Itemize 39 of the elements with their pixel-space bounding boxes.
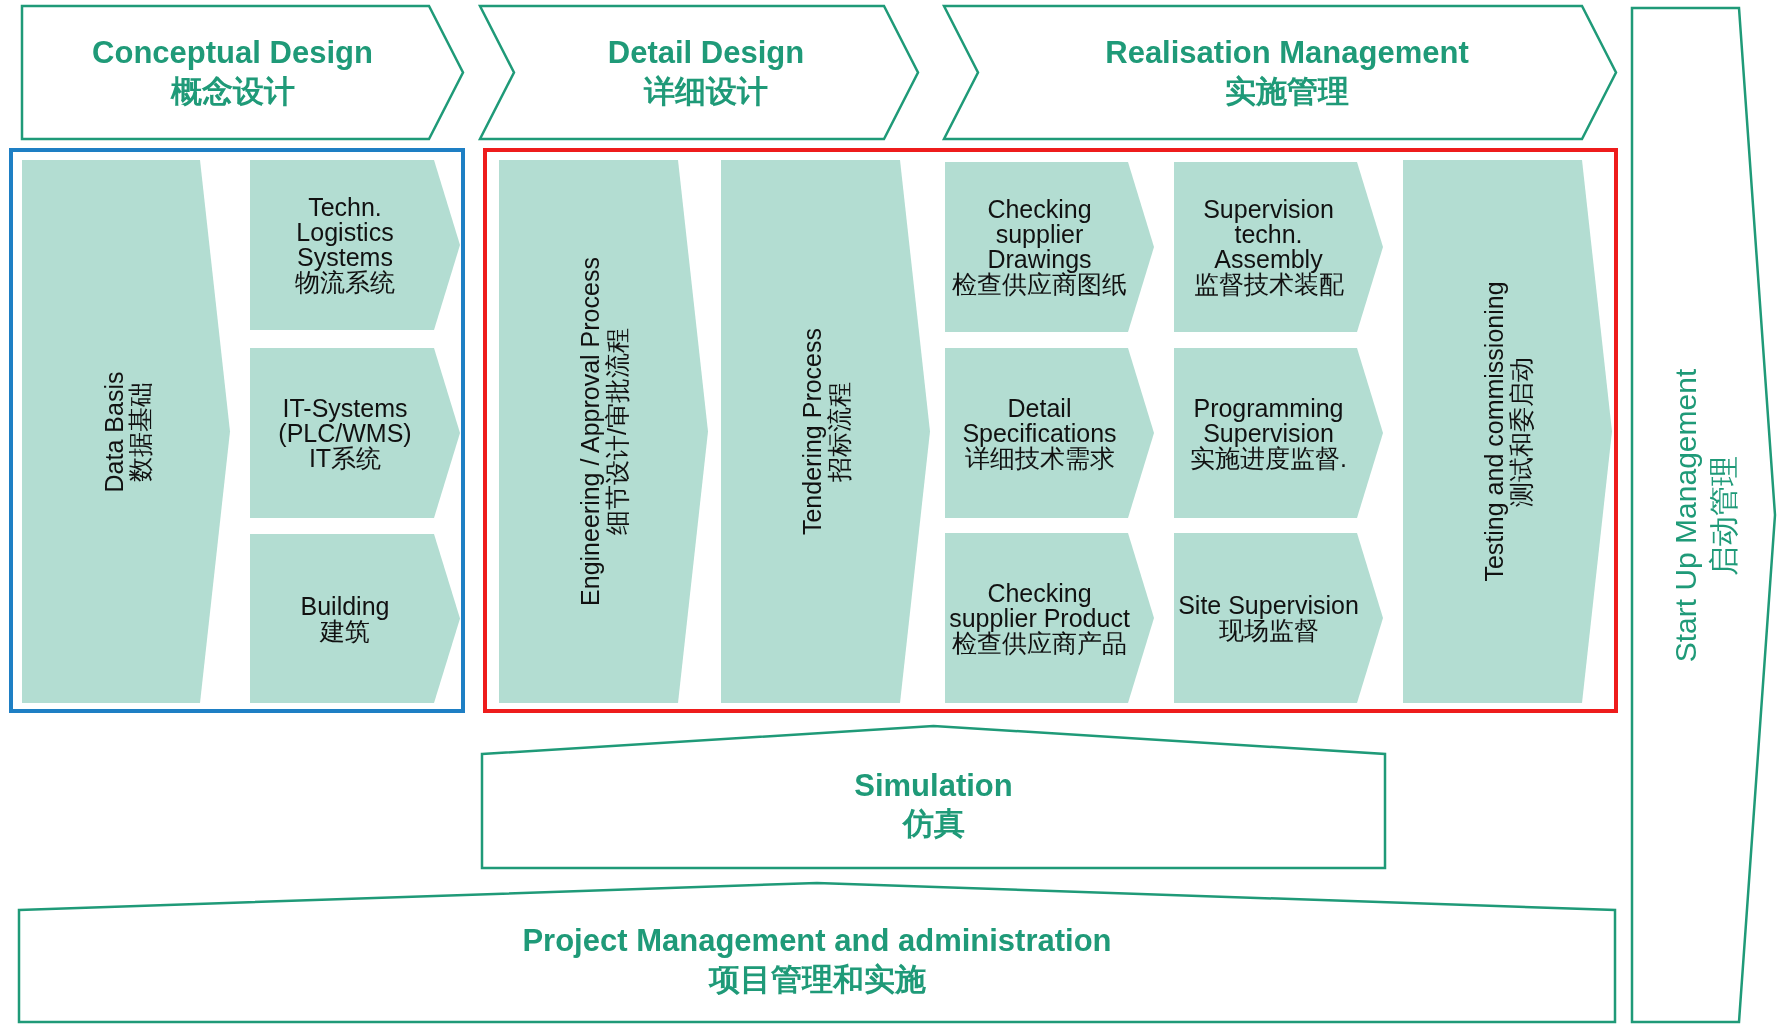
step-translation: 物流系统 bbox=[295, 270, 395, 295]
heading: Start Up Management bbox=[1667, 368, 1703, 662]
step-translation: 建筑 bbox=[320, 618, 370, 644]
group-frame bbox=[9, 148, 465, 713]
step-label: Tendering Process bbox=[799, 327, 826, 536]
step-label: Programming Supervision bbox=[1193, 395, 1345, 446]
step-label: Building bbox=[300, 593, 390, 619]
heading-translation: 仿真 bbox=[902, 805, 965, 844]
step-translation: 监督技术装配 bbox=[1193, 272, 1344, 297]
step-translation: 现场监督 bbox=[1218, 618, 1319, 643]
step-label: IT-Systems (PLC/WMS) bbox=[277, 395, 413, 446]
heading: Project Management and administration bbox=[522, 921, 1112, 960]
step-translation: 检查供应商图纸 bbox=[952, 272, 1127, 297]
step-label: Engineering / Approval Process bbox=[577, 257, 604, 606]
heading: Realisation Management bbox=[1105, 33, 1469, 72]
step-translation: 细节设计/审批流程 bbox=[603, 328, 630, 535]
step-translation: 实施进度监督. bbox=[1190, 445, 1347, 471]
step-translation: 详细技术需求 bbox=[964, 445, 1115, 471]
step-label: Checking supplier Product bbox=[948, 580, 1131, 631]
heading-translation: 项目管理和实施 bbox=[708, 960, 926, 999]
group-frame bbox=[483, 148, 1618, 713]
heading-translation: 实施管理 bbox=[1225, 72, 1349, 111]
step-translation: 测试和委启动 bbox=[1507, 356, 1534, 507]
heading: Simulation bbox=[854, 766, 1013, 805]
heading: Conceptual Design bbox=[92, 33, 373, 72]
step-label: Detail Specifications bbox=[961, 395, 1118, 446]
step-label: Data Basis bbox=[99, 371, 126, 492]
step-translation: 招标流程 bbox=[825, 381, 852, 482]
step-translation: 数据基础 bbox=[126, 381, 153, 482]
step-label: Supervision techn. Assembly bbox=[1202, 197, 1335, 272]
heading-translation: 启动管理 bbox=[1704, 455, 1740, 575]
step-label: Testing and commissioning bbox=[1481, 281, 1508, 582]
step-label: Site Supervision bbox=[1178, 593, 1359, 618]
heading-translation: 概念设计 bbox=[170, 72, 295, 111]
heading: Detail Design bbox=[607, 33, 805, 72]
step-label: Checking supplier Drawings bbox=[987, 197, 1093, 272]
step-label: Techn. Logistics Systems bbox=[295, 195, 394, 270]
step-translation: IT系统 bbox=[308, 445, 382, 471]
heading-translation: 详细设计 bbox=[644, 72, 768, 111]
